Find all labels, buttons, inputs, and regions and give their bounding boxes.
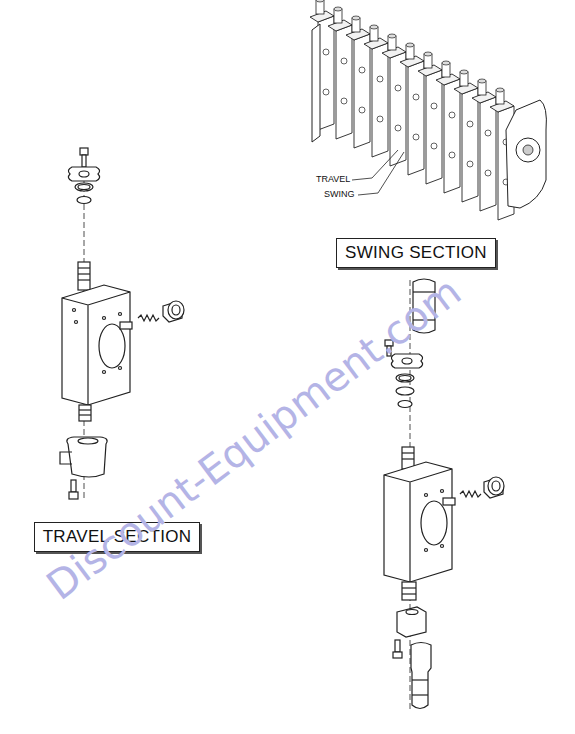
part-label: TRAVEL — [316, 174, 350, 184]
valve-section-slab — [418, 52, 442, 184]
travel-section-parts — [60, 148, 184, 500]
leader-line — [358, 152, 404, 195]
section-title-box: SWING SECTION — [336, 238, 496, 268]
section-title: SWING SECTION — [345, 243, 487, 262]
valve-section-slab — [364, 25, 388, 157]
valve-section-slab — [436, 61, 460, 193]
valve-section-slab — [400, 43, 424, 175]
valve-section-slab — [382, 34, 406, 166]
valve-section-slab — [454, 70, 478, 202]
valve-section-slab — [328, 7, 352, 139]
leader-line — [352, 150, 398, 180]
valve-section-slab — [472, 79, 496, 211]
part-label: SWING — [324, 189, 355, 199]
valve-section-slab — [346, 16, 370, 148]
valve-bank-illustration — [310, 0, 546, 220]
